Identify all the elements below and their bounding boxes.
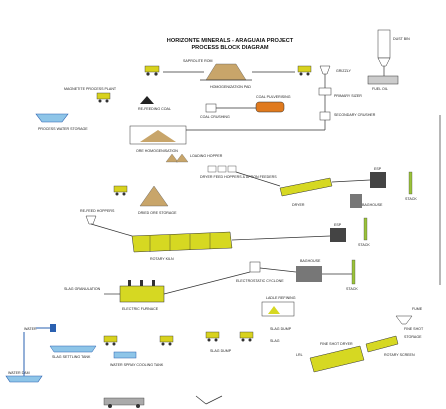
loading-hopper-label: LOADING HOPPER — [190, 154, 223, 158]
slag-granulation-label: SLAG GRANULATION — [64, 287, 101, 291]
ore-piles — [165, 153, 189, 163]
flow-line — [259, 267, 297, 273]
truck-6 — [159, 335, 174, 346]
stack-3-label: STACK — [346, 287, 358, 291]
baghouse-1-label: BAGHOUSE — [362, 203, 383, 207]
stack-2-label: STACK — [358, 243, 370, 247]
primary-sizer-label: PRIMARY SIZER — [334, 94, 362, 98]
slag-dump-2-label: SLAG DUMP — [210, 349, 232, 353]
flow-line — [163, 271, 251, 295]
grizzly-label: GRIZZLY — [336, 69, 352, 73]
dryer — [279, 177, 333, 197]
water-pump — [50, 324, 56, 332]
flow-line — [331, 179, 371, 183]
electrostatic-label: ELECTROSTATIC CYCLONE — [236, 279, 284, 283]
truck-4 — [113, 185, 128, 196]
ladle-label: LADLE REFINING — [266, 296, 296, 300]
process-water-pond — [35, 113, 69, 123]
electrostatic-cyclone — [249, 261, 261, 273]
water-dam — [5, 375, 43, 383]
truck-3 — [96, 92, 111, 103]
fume-label: FUME — [412, 307, 423, 311]
coal-mill — [255, 101, 285, 113]
flow-line — [235, 171, 281, 187]
baghouse-2-label: BAGHOUSE — [300, 259, 321, 263]
esp-1-label: ESP — [374, 167, 382, 171]
esp-1 — [370, 172, 386, 188]
secondary-crusher-label: SECONDARY CRUSHER — [334, 113, 376, 117]
flow-line — [231, 235, 331, 241]
truck-7 — [205, 331, 220, 342]
kiln-label: ROTARY KILN — [150, 257, 174, 261]
reagent-pile — [140, 96, 154, 104]
reagents-label: RE-FEEDING COAL — [138, 107, 171, 111]
granulation-label: FINE SHOT — [404, 327, 424, 331]
dust-bin — [377, 29, 391, 67]
water-dam-label: WATER DAM — [8, 371, 30, 375]
esp-2-label: ESP — [334, 223, 342, 227]
esp-2 — [330, 228, 346, 242]
fine-shot-dryer — [309, 345, 365, 373]
fine-shot-label: FINE SHOT DRYER — [320, 342, 353, 346]
shot-storage-label: STORAGE — [404, 335, 422, 339]
coal-pulverising-label: COAL PULVERISING — [256, 95, 291, 99]
dryer-feed-hoppers — [207, 165, 237, 173]
dryer-label: DRYER — [292, 203, 305, 207]
slag-label: SLAG — [270, 339, 280, 343]
rotary-screen-label: ROTARY SCREEN — [384, 353, 415, 357]
stockpile-label: HOMOGENIZATION PAD — [210, 85, 251, 89]
water-label: WATER — [24, 327, 37, 331]
homogenisation-label: ORE HOMOGENISATION — [136, 149, 178, 153]
water-spray-tank — [113, 351, 137, 359]
fuel-oil-tank — [367, 75, 399, 85]
lrl-label: LRL — [296, 353, 303, 357]
truck-5 — [103, 335, 118, 346]
water-spray-label: WATER SPRAY COOLING TANK — [110, 363, 164, 367]
gantry — [195, 395, 223, 405]
fume-hopper — [395, 315, 413, 325]
ladle-refining — [261, 301, 295, 317]
diagram-title: HORIZONTE MINERALS - ARAGUAIA PROJECT — [167, 38, 294, 44]
coal-crushing-label: COAL CRUSHING — [200, 115, 230, 119]
kiln-feed-label: RE-FEED HOPPERS — [80, 209, 115, 213]
truck-9 — [103, 397, 145, 408]
dust-bin-label: DUST BIN — [393, 37, 410, 41]
homogenisation-pad — [129, 125, 187, 145]
diagram-subtitle: PROCESS BLOCK DIAGRAM — [191, 45, 268, 51]
dried-ore-storage — [139, 185, 169, 207]
stack-3 — [351, 259, 356, 285]
stack-1-label: STACK — [405, 197, 417, 201]
baghouse-2 — [296, 266, 322, 282]
dryer-feed-label: DRYER FEED HOPPERS & APRON FEEDERS — [200, 175, 277, 179]
rom-pad — [200, 63, 252, 81]
slag-settling-tank — [49, 345, 97, 353]
electric-furnace — [119, 280, 165, 303]
coal-crusher — [205, 103, 217, 113]
process-water-label: PROCESS WATER STORAGE — [38, 127, 88, 131]
primary-sizer — [318, 87, 332, 96]
rotary-kiln — [131, 231, 233, 253]
slag-settling-label: SLAG SETTLING TANK — [52, 355, 91, 359]
furnace-label: ELECTRIC FURNACE — [122, 307, 159, 311]
grizzly — [319, 65, 331, 75]
rom-truck — [144, 65, 160, 76]
flow-line — [90, 223, 133, 237]
secondary-crusher — [319, 111, 331, 121]
rotary-screen — [365, 335, 399, 353]
truck-8 — [239, 331, 254, 342]
storage-label: DRIED ORE STORAGE — [138, 211, 177, 215]
fuel-oil-label: FUEL OIL — [372, 87, 388, 91]
slag-dump-label: SLAG DUMP — [270, 327, 292, 331]
stack-1 — [408, 171, 413, 195]
baghouse-1 — [350, 194, 362, 208]
magnetite-label: MAGNETITE PROCESS PLANT — [64, 87, 117, 91]
truck-2 — [297, 65, 312, 76]
rom-label: SAPROLITE ROM — [183, 59, 213, 63]
stack-2 — [363, 217, 368, 241]
kiln-feed-hopper — [85, 215, 97, 225]
